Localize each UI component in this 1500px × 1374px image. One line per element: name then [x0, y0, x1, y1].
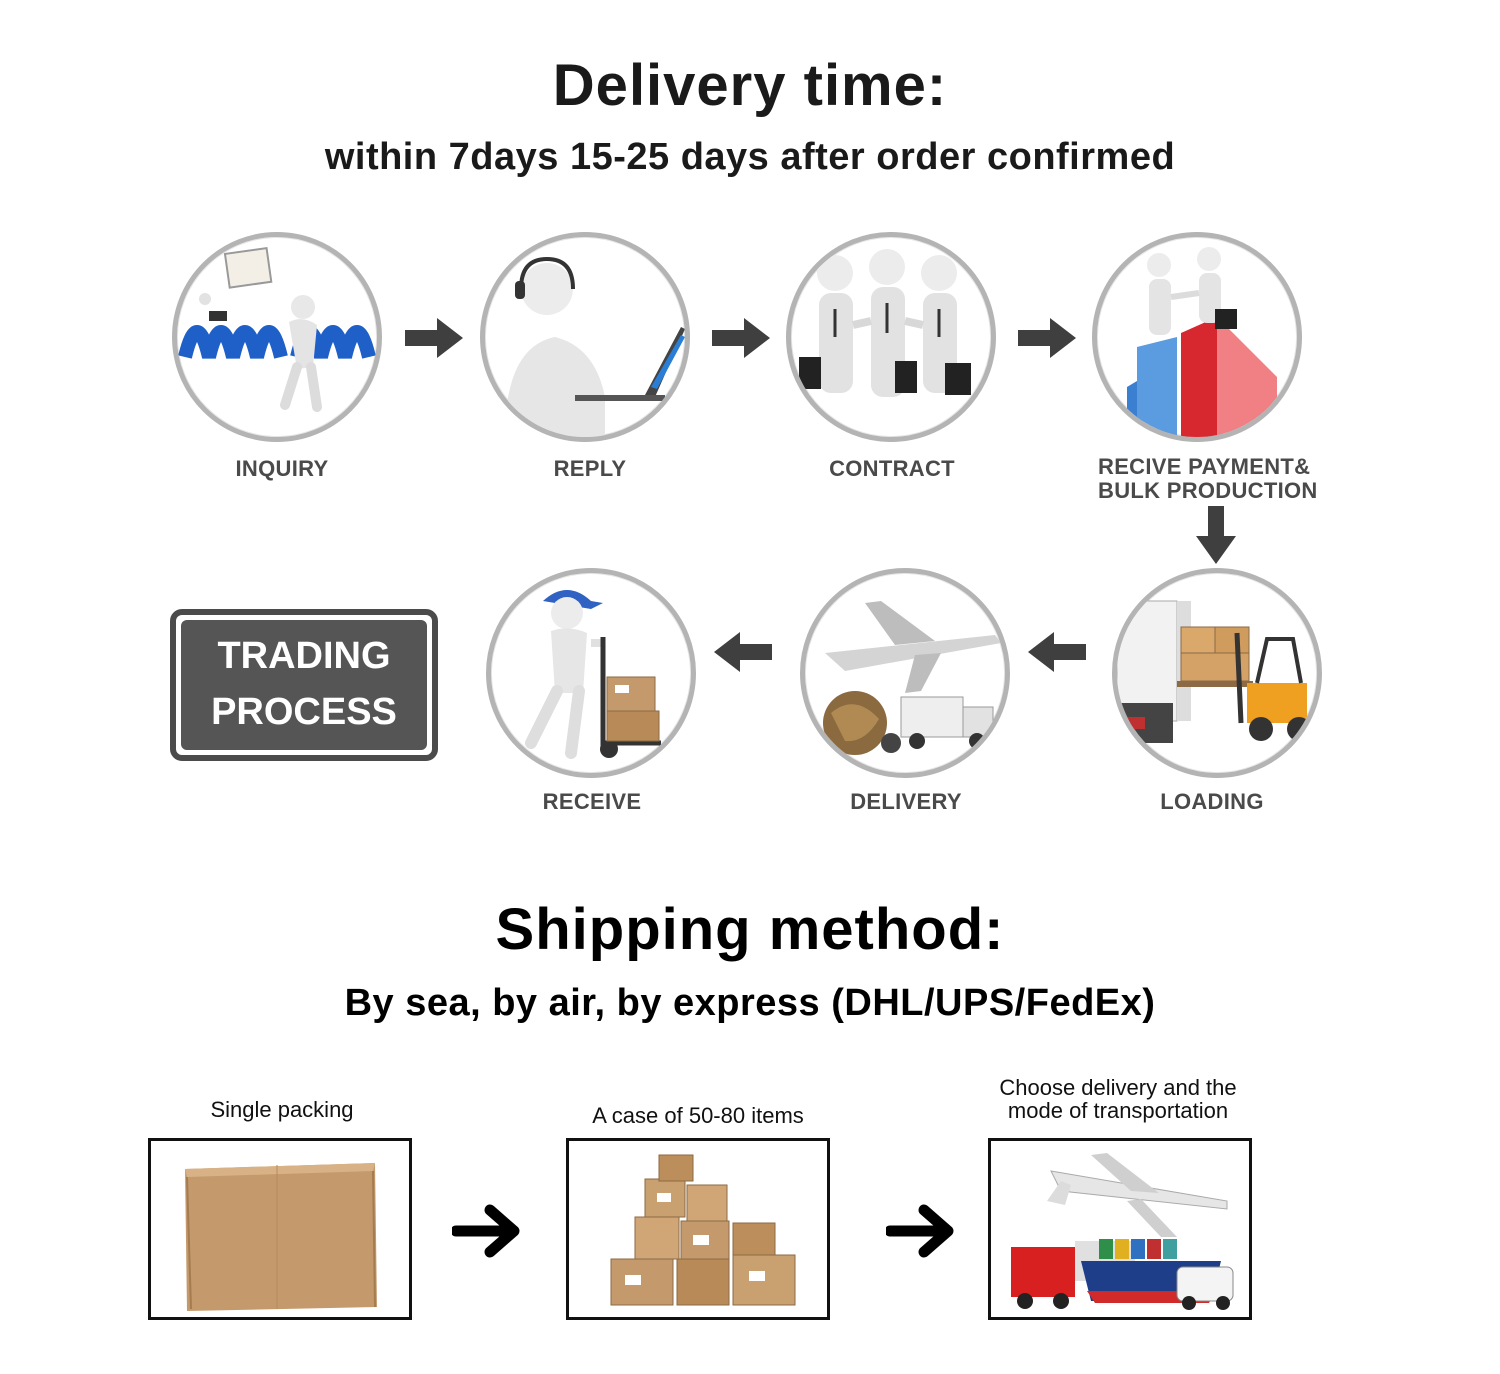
delivery-circle	[800, 568, 1010, 778]
step-label-inquiry: INQUIRY	[235, 456, 329, 481]
step-label-reply: REPLY	[553, 456, 627, 481]
handshake-businessmen-icon	[799, 249, 971, 397]
shipping-method-subtitle: By sea, by air, by express (DHL/UPS/FedE…	[344, 982, 1156, 1024]
case-box	[566, 1138, 830, 1320]
reply-circle	[480, 232, 690, 442]
step-label-receive: RECEIVE	[542, 789, 642, 814]
arrow-right-icon	[712, 318, 772, 358]
www-worker-icon	[178, 246, 376, 412]
receive-circle	[486, 568, 696, 778]
contract-circle	[786, 232, 996, 442]
bar-chart-handshake-icon	[1127, 247, 1277, 437]
loading-circle	[1112, 568, 1322, 778]
box-stack-icon	[610, 1154, 796, 1306]
step-label-loading: LOADING	[1160, 789, 1264, 814]
arrow-left-icon	[712, 632, 772, 672]
arrow-right-icon	[405, 318, 465, 358]
step-label-payment-production: RECIVE PAYMENT& BULK PRODUCTION	[1098, 455, 1358, 503]
arrow-down-icon	[1196, 506, 1236, 564]
trading-process-badge: TRADING PROCESS	[170, 609, 438, 761]
ship-label-case: A case of 50-80 items	[592, 1103, 804, 1128]
transport-modes-icon	[1011, 1153, 1234, 1310]
arrow-right-icon	[886, 1204, 956, 1258]
delivery-time-subtitle: within 7days 15-25 days after order conf…	[324, 136, 1176, 178]
shipping-method-title: Shipping method:	[495, 897, 1005, 962]
forklift-truck-icon	[1117, 600, 1311, 743]
delivery-time-title: Delivery time:	[552, 53, 948, 118]
single-packing-box	[148, 1138, 412, 1320]
step-label-payment-line1: RECIVE PAYMENT&	[1098, 454, 1311, 479]
cardboard-box-icon	[185, 1163, 377, 1311]
ship-label-transport: Choose delivery and the mode of transpor…	[968, 1076, 1268, 1122]
headset-laptop-icon	[505, 256, 685, 437]
ship-label-single-packing: Single packing	[210, 1097, 354, 1122]
plane-truck-globe-icon	[823, 601, 1001, 755]
ship-label-transport-line2: mode of transportation	[1007, 1098, 1229, 1123]
step-label-payment-line2: BULK PRODUCTION	[1098, 478, 1318, 503]
ship-label-transport-line1: Choose delivery and the	[999, 1075, 1237, 1100]
arrow-right-icon	[452, 1204, 522, 1258]
badge-line-2: PROCESS	[211, 691, 397, 733]
step-label-delivery: DELIVERY	[850, 789, 962, 814]
badge-line-1: TRADING	[217, 635, 391, 677]
payment-production-circle	[1092, 232, 1302, 442]
arrow-left-icon	[1026, 632, 1086, 672]
courier-handtruck-icon	[525, 590, 661, 759]
transport-box	[988, 1138, 1252, 1320]
step-label-contract: CONTRACT	[829, 456, 955, 481]
inquiry-circle	[172, 232, 382, 442]
arrow-right-icon	[1018, 318, 1078, 358]
